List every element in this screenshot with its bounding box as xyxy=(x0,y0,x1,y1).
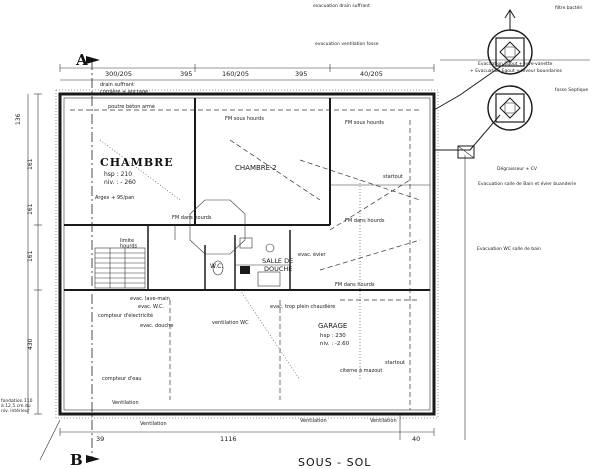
note-fm2: FM sous hourds xyxy=(345,120,384,126)
note-evac-egout2: + Evacuation Egout + leveur boundaries xyxy=(470,68,563,74)
room-chambre2-name: CHAMBRE 2 xyxy=(235,164,277,172)
note-degraisseur: Dégraisseur + CV xyxy=(497,165,538,172)
exterior-walls xyxy=(55,89,439,419)
note-evac-evier: evac. évier xyxy=(298,251,327,258)
dim-bottom-1: 39 xyxy=(96,435,104,443)
note-evac-salle-bain: Evacuation salle de Bain et évier buande… xyxy=(478,180,576,187)
dim-left-1: 136 xyxy=(15,113,22,125)
note-corniere: cornière + ancrage xyxy=(100,88,148,95)
dim-bottom-2: 1116 xyxy=(220,435,237,443)
interior-walls xyxy=(64,98,430,291)
note-evac-wc-salle: Evacuation WC salle de bain xyxy=(477,246,541,252)
note-evac-vent-fosse: evacuation ventilation fosse xyxy=(315,41,379,47)
room-garage-name: GARAGE xyxy=(318,322,347,330)
note-startout2: startout xyxy=(385,360,405,366)
room-chambre-name: CHAMBRE xyxy=(100,156,174,169)
septic-tank-symbol xyxy=(487,85,533,131)
dim-top-3: 160/205 xyxy=(222,70,249,78)
note-ventilation2: Ventilation xyxy=(140,421,167,427)
note-drain: drain suffrant xyxy=(100,82,134,88)
fixtures xyxy=(212,237,281,287)
note-evac-drain-top: evacuation drain suffrant xyxy=(313,3,370,9)
dim-top-2: 395 xyxy=(180,70,192,78)
pipe-lines xyxy=(39,9,590,461)
dim-top-5: 40/205 xyxy=(360,70,383,78)
room-garage-hsp: hsp : 230 xyxy=(320,333,346,339)
dim-left-5: 430 xyxy=(27,338,34,350)
note-fm-dans: FM dans hourds xyxy=(172,215,212,221)
note-compteur-elec: compteur d'électricité xyxy=(98,312,153,319)
note-ventilation4: Ventilation xyxy=(370,418,397,424)
note-poutre: poutre béton armé xyxy=(108,103,155,110)
room-garage-niv: niv. : -2.60 xyxy=(320,341,350,347)
section-mark-a: A xyxy=(75,51,88,69)
note-fm-dans2: FM dans hourds xyxy=(345,218,385,224)
note-citerne: citerne à mazout xyxy=(340,367,382,374)
note-evac-egout: Evacuation Egout + leve-vanette xyxy=(478,61,553,67)
note-ventilation3: Ventilation xyxy=(300,418,327,424)
septic-filter-symbol xyxy=(487,29,533,75)
section-line xyxy=(86,56,100,463)
grease-trap-symbol xyxy=(457,145,475,159)
note-argex: Argex + 95/pan xyxy=(95,195,134,201)
drawing-title: SOUS - SOL xyxy=(298,456,371,469)
room-chambre-hsp: hsp : 210 xyxy=(104,171,132,178)
dim-top-4: 395 xyxy=(295,70,307,78)
staircase xyxy=(94,247,146,289)
note-evac-wc: evac. W.C. xyxy=(138,304,164,310)
note-fosse-septique: fosse Septique xyxy=(555,87,588,93)
note-filtre: filtre bactéri xyxy=(555,4,583,11)
section-mark-b: B xyxy=(70,451,83,469)
note-evac-trop-plein: evac. trop plein chaudière xyxy=(270,303,335,310)
note-compteur-eau: compteur d'eau xyxy=(102,376,142,382)
note-evac-douche: evac. douche xyxy=(140,323,173,329)
note-evac-lave: evac. lave-main xyxy=(130,296,170,302)
dim-left-3: 161 xyxy=(27,203,34,215)
room-wc-name: W.C. xyxy=(210,263,223,270)
note-startout1: startout xyxy=(383,174,403,180)
dim-bottom-3: 40 xyxy=(412,435,420,443)
room-chambre-niv: niv. : - 260 xyxy=(104,179,136,186)
room-salle-douche-line2: DOUCHE xyxy=(264,265,292,273)
dim-left-2: 161 xyxy=(27,158,34,170)
room-salle-douche-line1: SALLE DE xyxy=(262,257,293,265)
dim-left-4: 161 xyxy=(27,250,34,262)
note-fm1: FM sous hourds xyxy=(225,116,264,122)
dimension-lines xyxy=(27,64,435,436)
note-fm-dans3: FM dans hourds xyxy=(335,282,375,288)
note-ventilation-wc: ventilation WC xyxy=(212,320,249,326)
note-ventilation1: Ventilation xyxy=(112,400,139,406)
dim-top-1: 300/205 xyxy=(105,70,132,78)
